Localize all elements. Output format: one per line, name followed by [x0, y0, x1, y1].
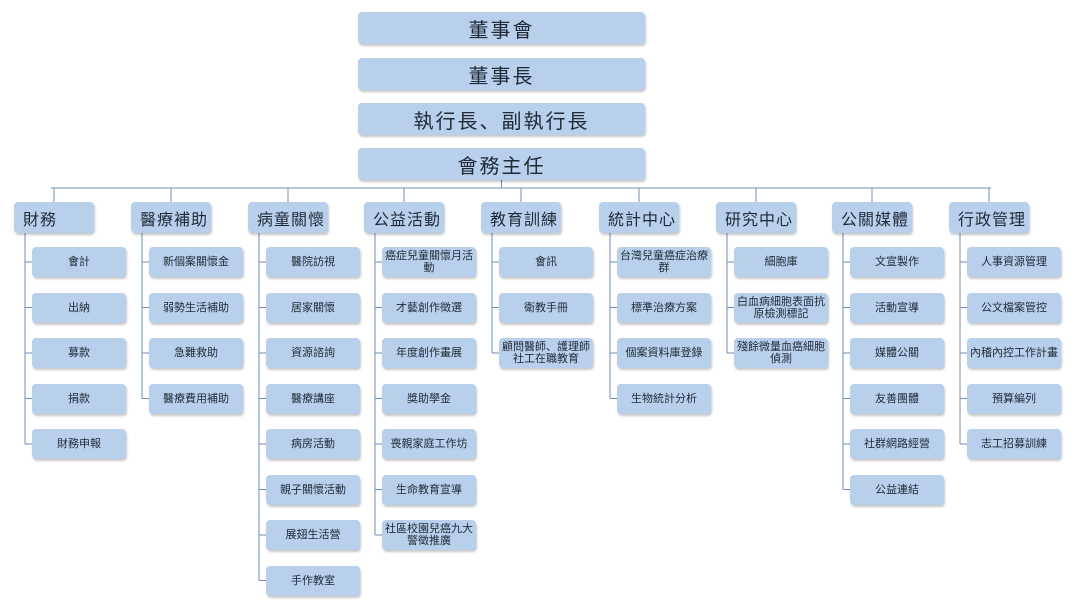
department-9-item-1: 人事資源管理 [967, 247, 1061, 277]
department-7: 研究中心 [716, 202, 796, 233]
department-2-item-3: 急難救助 [149, 338, 243, 368]
department-2-item-1: 新個案關懷金 [149, 247, 243, 277]
department-4: 公益活動 [364, 202, 444, 233]
department-6-item-3: 個案資料庫登錄 [617, 338, 711, 368]
department-8-item-4: 友善團體 [850, 383, 944, 414]
department-1-item-5: 財務申報 [32, 429, 126, 459]
department-4-item-2: 才藝創作徵選 [382, 292, 476, 323]
department-1-item-1: 會計 [32, 247, 126, 277]
department-2-item-4: 醫療費用補助 [149, 383, 243, 414]
department-9-item-5: 志工招募訓練 [967, 429, 1061, 459]
department-4-item-6: 生命教育宣導 [382, 474, 476, 505]
top-level-4: 會務主任 [358, 148, 645, 180]
department-8-item-6: 公益連結 [850, 474, 944, 505]
department-6: 統計中心 [599, 202, 679, 233]
top-level-2: 董事長 [358, 58, 645, 90]
department-3-item-3: 資源諮詢 [266, 338, 360, 368]
department-3-item-2: 居家關懷 [266, 292, 360, 323]
department-1-item-2: 出納 [32, 292, 126, 323]
department-9: 行政管理 [949, 202, 1029, 233]
department-8-item-2: 活動宣導 [850, 292, 944, 323]
department-7-item-3: 殘餘微量血癌細胞偵測 [734, 338, 828, 368]
top-level-1: 董事會 [358, 12, 645, 44]
department-8: 公關媒體 [832, 202, 912, 233]
department-6-item-1: 台灣兒童癌症治療群 [617, 247, 711, 277]
department-6-item-4: 生物統計分析 [617, 383, 711, 414]
department-3-item-6: 親子關懷活動 [266, 474, 360, 505]
department-1-item-3: 募款 [32, 338, 126, 368]
department-5-item-2: 衛教手冊 [499, 292, 593, 323]
department-4-item-5: 喪親家庭工作坊 [382, 429, 476, 459]
department-1-item-4: 捐款 [32, 383, 126, 414]
department-8-item-5: 社群網路經營 [850, 429, 944, 459]
department-3-item-4: 醫療講座 [266, 383, 360, 414]
department-2: 醫療補助 [131, 202, 211, 233]
department-1: 財務 [14, 202, 94, 233]
department-9-item-3: 內稽內控工作計畫 [967, 338, 1061, 368]
department-3-item-1: 醫院訪視 [266, 247, 360, 277]
department-5-item-3: 顧問醫師、護理師社工在職教育 [499, 338, 593, 368]
department-5-item-1: 會訊 [499, 247, 593, 277]
department-3-item-8: 手作教室 [266, 565, 360, 596]
department-4-item-1: 癌症兒童關懷月活動 [382, 247, 476, 277]
department-7-item-1: 細胞庫 [734, 247, 828, 277]
department-4-item-7: 社區校園兒癌九大警徵推廣 [382, 520, 476, 550]
department-7-item-2: 白血病細胞表面抗原檢測標記 [734, 292, 828, 323]
department-8-item-3: 媒體公關 [850, 338, 944, 368]
department-6-item-2: 標準治療方案 [617, 292, 711, 323]
top-level-3: 執行長、副執行長 [358, 103, 645, 135]
department-8-item-1: 文宣製作 [850, 247, 944, 277]
department-4-item-3: 年度創作畫展 [382, 338, 476, 368]
department-3-item-5: 病房活動 [266, 429, 360, 459]
department-3-item-7: 展翅生活營 [266, 520, 360, 550]
department-9-item-4: 預算編列 [967, 383, 1061, 414]
department-3: 病童關懷 [248, 202, 328, 233]
department-2-item-2: 弱勢生活補助 [149, 292, 243, 323]
department-9-item-2: 公文檔案管控 [967, 292, 1061, 323]
department-4-item-4: 獎助學金 [382, 383, 476, 414]
department-5: 教育訓練 [481, 202, 561, 233]
